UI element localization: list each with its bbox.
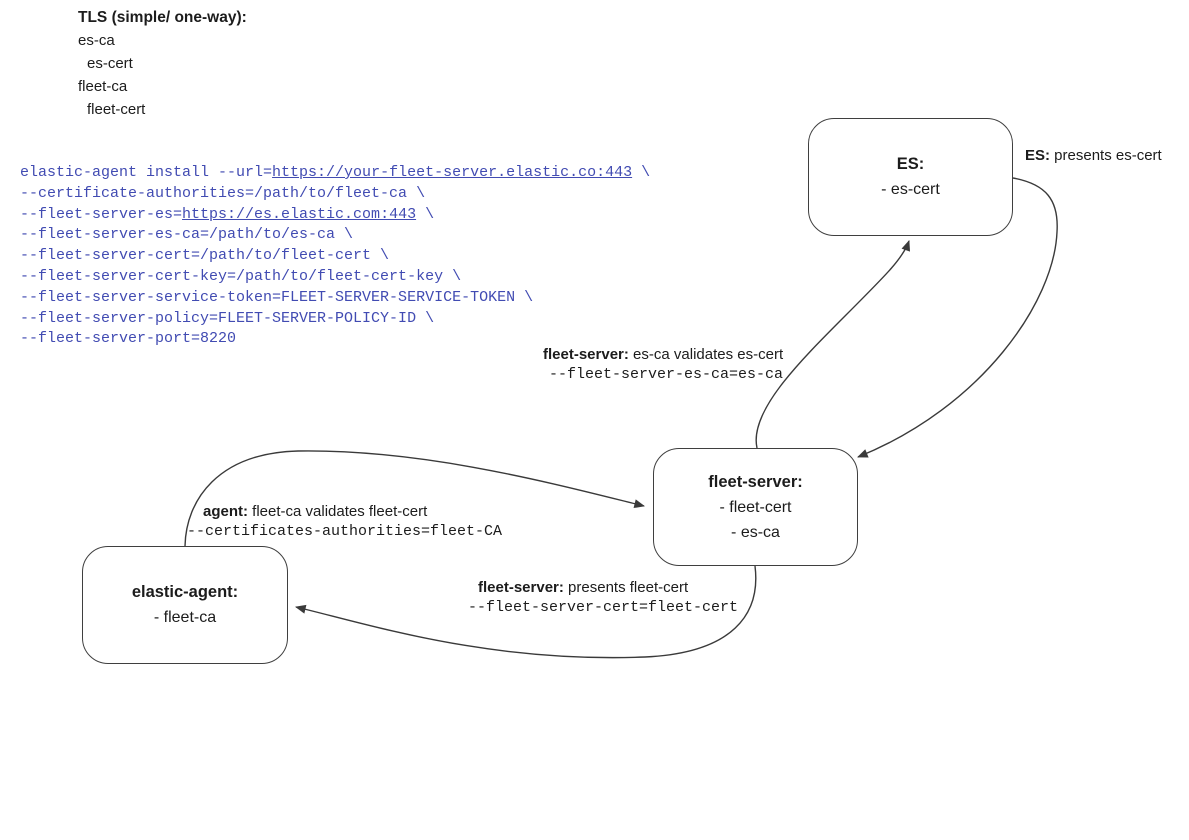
command-text: \	[416, 205, 435, 223]
label-fleet-server-presents: fleet-server: presents fleet-cert --flee…	[468, 578, 738, 618]
edge-es-to-fleet-server	[857, 177, 1058, 458]
node-es-title: ES:	[896, 155, 925, 173]
label-fleet-server-validates: fleet-server: es-ca validates es-cert --…	[543, 345, 783, 385]
node-fleet-server-title: fleet-server:	[708, 472, 803, 491]
command-text: --fleet-server-es=	[20, 205, 183, 223]
command-text: --fleet-server-policy=FLEET-SERVER-POLIC…	[20, 309, 435, 327]
command-text: \	[632, 164, 651, 181]
label-fleet-server-presents-bold: fleet-server:	[478, 579, 564, 596]
label-fleet-server-validates-text: es-ca validates es-cert	[628, 346, 784, 363]
command-line: --fleet-server-es-ca=/path/to/es-ca \	[20, 225, 650, 246]
command-line: --fleet-server-cert=/path/to/fleet-cert …	[20, 246, 650, 267]
node-es: ES: - es-cert	[808, 118, 1013, 236]
command-line: --fleet-server-port=8220	[20, 329, 650, 350]
label-agent-validates-bold: agent:	[203, 503, 248, 520]
label-fleet-server-validates-code: --fleet-server-es-ca=es-ca	[549, 366, 784, 383]
edge-agent-to-fleet-server	[184, 450, 645, 547]
command-text: --fleet-server-es-ca=/path/to/es-ca \	[20, 226, 354, 244]
command-url-link[interactable]: https://es.elastic.com:443	[182, 205, 417, 223]
node-fleet-server: fleet-server: - fleet-cert - es-ca	[653, 448, 858, 566]
command-line: --certificate-authorities=/path/to/fleet…	[20, 184, 650, 205]
label-agent-validates-text: fleet-ca validates fleet-cert	[248, 503, 428, 520]
label-fleet-server-presents-text: presents fleet-cert	[563, 579, 689, 596]
label-agent-validates: agent: fleet-ca validates fleet-cert --c…	[187, 502, 502, 542]
command-text: --certificate-authorities=/path/to/fleet…	[20, 184, 426, 202]
command-text: --fleet-server-port=8220	[20, 330, 237, 348]
install-command: elastic-agent install --url=https://your…	[20, 163, 650, 350]
node-es-item: - es-cert	[881, 181, 940, 198]
command-line: --fleet-server-cert-key=/path/to/fleet-c…	[20, 267, 650, 288]
label-es-presents-bold: ES:	[1025, 147, 1051, 164]
label-agent-validates-code: --certificates-authorities=fleet-CA	[187, 523, 503, 540]
node-elastic-agent: elastic-agent: - fleet-ca	[82, 546, 288, 664]
command-text: --fleet-server-cert=/path/to/fleet-cert …	[20, 247, 390, 265]
legend-item-es-cert: es-cert	[87, 55, 133, 72]
command-line: --fleet-server-service-token=FLEET-SERVE…	[20, 288, 650, 309]
tls-legend: TLS (simple/ one-way): es-ca es-cert fle…	[78, 6, 247, 121]
command-line: --fleet-server-es=https://es.elastic.com…	[20, 205, 650, 226]
command-line: --fleet-server-policy=FLEET-SERVER-POLIC…	[20, 309, 650, 330]
command-text: --fleet-server-cert-key=/path/to/fleet-c…	[20, 267, 462, 285]
edge-fleet-server-to-es	[755, 240, 911, 449]
command-text: --fleet-server-service-token=FLEET-SERVE…	[20, 288, 534, 306]
label-es-presents: ES: presents es-cert	[1025, 146, 1162, 166]
node-elastic-agent-item: - fleet-ca	[153, 609, 217, 626]
command-line: elastic-agent install --url=https://your…	[20, 163, 650, 184]
node-fleet-server-item: - fleet-cert	[719, 498, 792, 516]
node-elastic-agent-title: elastic-agent:	[131, 583, 239, 601]
edge-fleet-server-to-agent	[295, 565, 757, 659]
legend-item-fleet-cert: fleet-cert	[87, 101, 146, 118]
tls-legend-heading: TLS (simple/ one-way):	[78, 9, 247, 26]
label-fleet-server-validates-bold: fleet-server:	[543, 346, 629, 363]
node-fleet-server-item: - es-ca	[731, 523, 780, 541]
label-fleet-server-presents-code: --fleet-server-cert=fleet-cert	[468, 599, 739, 616]
legend-item-fleet-ca: fleet-ca	[78, 78, 128, 95]
command-text: elastic-agent install --url=	[20, 164, 273, 181]
command-url-link[interactable]: https://your-fleet-server.elastic.co:443	[272, 164, 633, 181]
label-es-presents-text: presents es-cert	[1050, 147, 1162, 164]
legend-item-es-ca: es-ca	[78, 32, 115, 49]
